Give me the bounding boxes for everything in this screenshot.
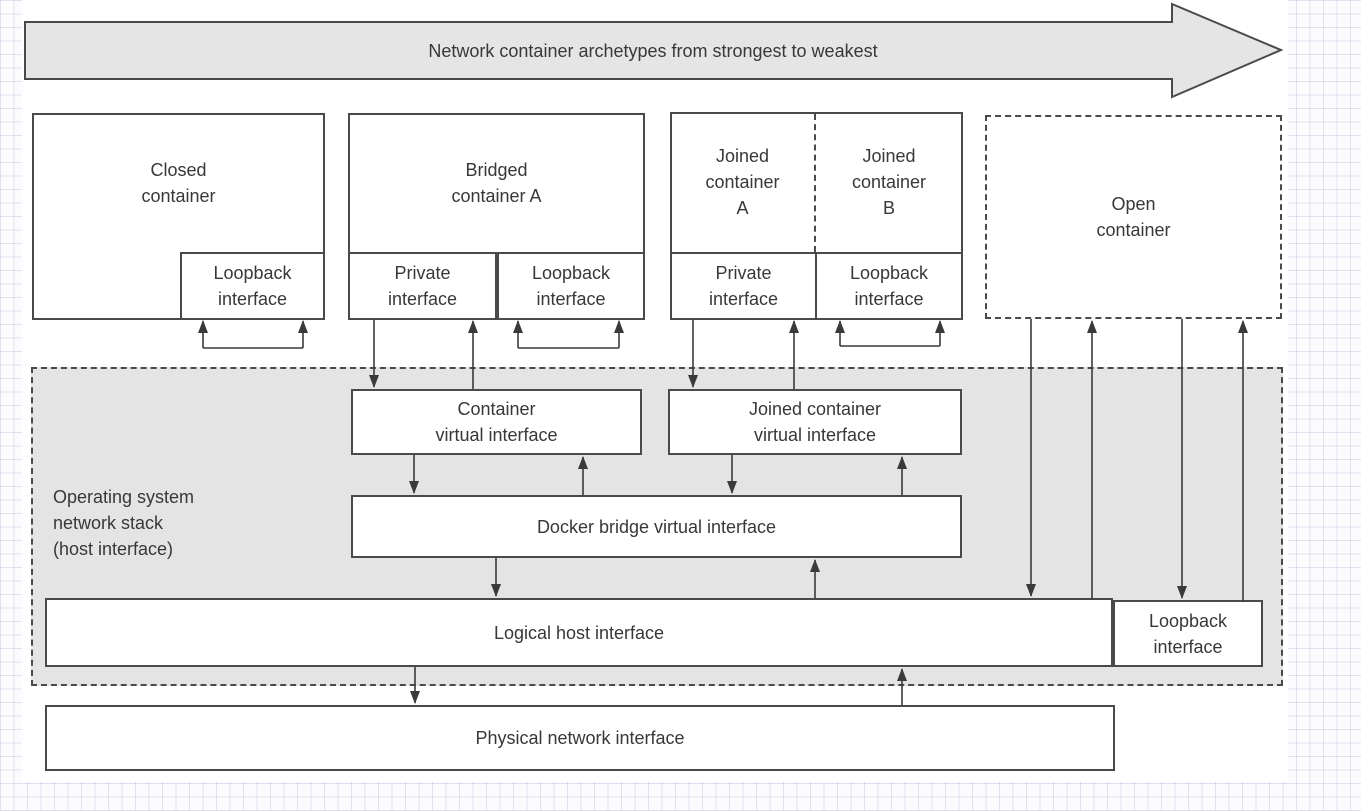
closed-loopback-box: Loopback interface [180, 252, 325, 320]
container-virtual-interface-box: Container virtual interface [351, 389, 642, 455]
bridged-loopback-box: Loopback interface [497, 252, 645, 320]
os-stack-label: Operating system network stack (host int… [53, 487, 195, 559]
bridged-private-box: Private interface [348, 252, 497, 320]
host-loopback-box: Loopback interface [1113, 600, 1263, 667]
closed-container-label: Closed container [141, 159, 216, 206]
joined-loopback-box: Loopback interface [815, 252, 963, 320]
logical-host-box: Logical host interface [45, 598, 1113, 667]
joined-virtual-interface-box: Joined container virtual interface [668, 389, 962, 455]
joined-private-box: Private interface [670, 252, 817, 320]
docker-bridge-box: Docker bridge virtual interface [351, 495, 962, 558]
joined-b-label: Joined container B [851, 146, 927, 218]
joined-a-label: Joined container A [705, 146, 780, 218]
open-container-box: Open container [985, 115, 1282, 319]
bridged-container-label: Bridged container A [451, 159, 542, 206]
physical-interface-box: Physical network interface [45, 705, 1115, 771]
joined-divider [814, 114, 816, 252]
banner-label: Network container archetypes from strong… [428, 40, 878, 61]
